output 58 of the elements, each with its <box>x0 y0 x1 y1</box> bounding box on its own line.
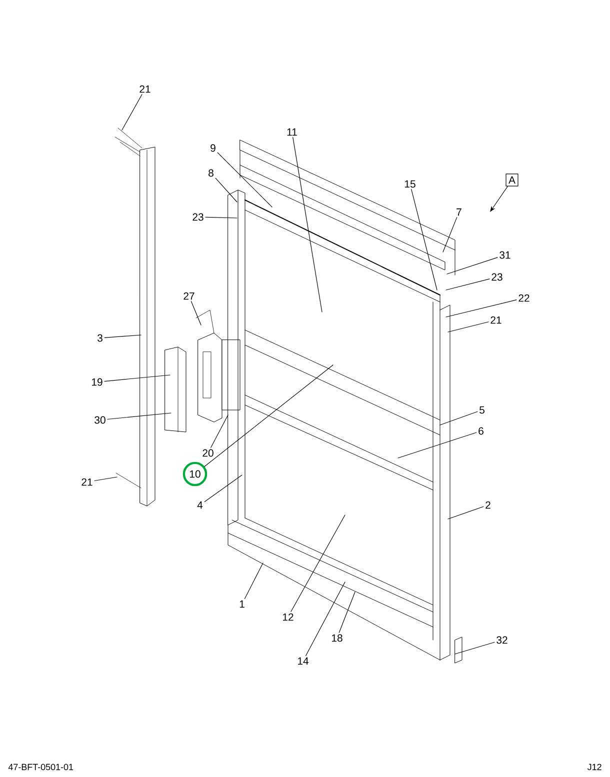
callout-number: 32 <box>496 636 508 644</box>
callout-number: 31 <box>500 251 510 259</box>
callout-number: 1 <box>240 600 244 608</box>
callout-number: 23 <box>492 273 502 281</box>
leader-line <box>210 414 228 448</box>
leader-line <box>306 582 346 656</box>
callout-number: 2 <box>486 501 490 509</box>
leader-line <box>215 178 238 202</box>
leader-line <box>454 642 495 654</box>
callout-number: 18 <box>332 634 342 642</box>
leader-line <box>204 474 242 502</box>
leader-line <box>204 364 334 467</box>
callout-number: 27 <box>184 292 194 300</box>
callout-number: 14 <box>298 657 308 665</box>
leader-line <box>217 152 272 208</box>
callout-number: 19 <box>92 378 102 386</box>
drawing-number: J12 <box>587 764 602 770</box>
leader-line <box>411 189 438 290</box>
callout-number: 23 <box>192 213 204 221</box>
callout-number: 21 <box>140 85 150 93</box>
leader-line <box>338 592 356 633</box>
leader-line <box>442 217 458 252</box>
leader-line <box>104 334 142 338</box>
drawing-number: 47-BFT-0501-01 <box>8 764 74 770</box>
callout-number: 6 <box>478 427 484 435</box>
callout-number: 7 <box>456 208 462 216</box>
leader-line <box>190 301 202 326</box>
view-label-box: A <box>506 174 518 186</box>
leader-line <box>292 137 322 312</box>
leader-line <box>446 300 517 318</box>
leader-line <box>398 432 477 458</box>
callout-number: 8 <box>208 169 214 177</box>
leader-line <box>107 412 172 420</box>
callout-number: 12 <box>282 613 294 621</box>
view-arrow <box>490 186 508 212</box>
leader-line <box>94 476 118 482</box>
leader-line <box>104 374 170 382</box>
leader-line <box>244 562 264 599</box>
leader-line <box>205 216 238 218</box>
leader-line <box>446 278 490 290</box>
callout-number: 20 <box>202 449 214 457</box>
callout-number: 15 <box>404 180 416 188</box>
highlighted-callout-number: 10 <box>182 462 208 486</box>
leader-line <box>290 514 346 612</box>
leader-line <box>448 506 484 520</box>
callout-number: 22 <box>518 294 530 302</box>
callout-number: 30 <box>94 416 106 424</box>
callout-number: 3 <box>97 334 102 342</box>
callout-number: 5 <box>480 406 484 414</box>
leader-line <box>446 257 498 274</box>
callout-number: 21 <box>490 316 502 324</box>
callout-number: 21 <box>82 478 92 486</box>
leader-line <box>440 411 478 426</box>
callout-number: 9 <box>210 144 216 152</box>
callout-number: 4 <box>197 501 203 509</box>
leader-line <box>122 94 142 130</box>
leader-line <box>448 322 489 332</box>
callout-number: 11 <box>287 128 297 136</box>
